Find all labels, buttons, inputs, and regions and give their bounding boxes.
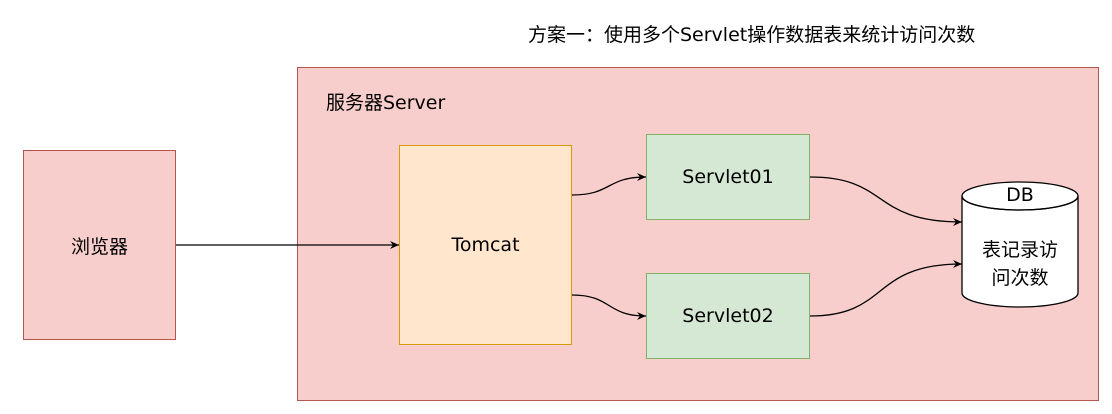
database-name: DB [1006,184,1034,206]
tomcat-node: Tomcat [399,145,572,345]
edge-tomcat-to-servlet02 [571,294,647,320]
tomcat-label: Tomcat [451,234,520,256]
servlet01-label: Servlet01 [682,166,774,188]
servlet02-label: Servlet02 [682,305,774,327]
database-caption-line1: 表记录访 [981,239,1058,261]
database-caption-line2: 问次数 [991,267,1049,289]
diagram-title: 方案一：使用多个Servlet操作数据表来统计访问次数 [528,24,976,46]
browser-node: 浏览器 [23,150,176,340]
database-cylinder [961,181,1079,308]
edge-tomcat-to-servlet01 [571,173,647,196]
server-label: 服务器Server [326,92,446,114]
servlet01-node: Servlet01 [646,134,810,220]
browser-label: 浏览器 [70,235,128,258]
edge-servlet01-to-db [809,176,963,226]
servlet02-node: Servlet02 [646,273,810,359]
edge-servlet02-to-db [809,260,963,317]
